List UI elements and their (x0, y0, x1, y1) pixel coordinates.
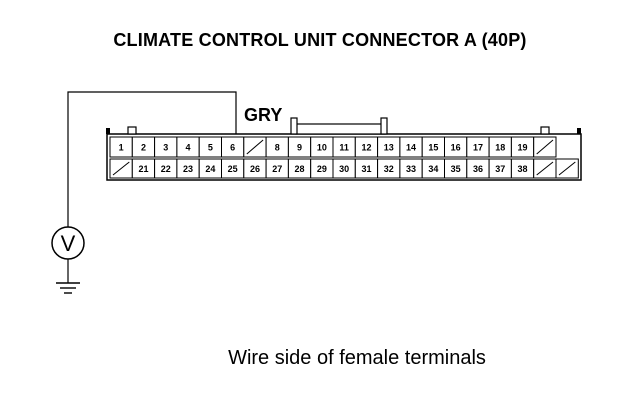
terminal-26: 26 (243, 158, 267, 179)
svg-text:24: 24 (205, 164, 215, 174)
svg-text:5: 5 (208, 143, 213, 153)
svg-text:19: 19 (518, 143, 528, 153)
svg-text:9: 9 (297, 143, 302, 153)
svg-text:32: 32 (384, 164, 394, 174)
terminal-24: 24 (198, 158, 222, 179)
terminal-14: 14 (399, 136, 423, 158)
wire-color-label: GRY (244, 105, 283, 125)
ground-icon (56, 282, 80, 294)
svg-text:4: 4 (186, 143, 191, 153)
terminal-blank (243, 136, 267, 158)
terminal-37: 37 (488, 158, 512, 179)
terminal-34: 34 (421, 158, 446, 179)
terminal-11: 11 (332, 136, 356, 158)
svg-text:1: 1 (119, 143, 124, 153)
terminal-15: 15 (421, 136, 446, 158)
svg-text:25: 25 (228, 164, 238, 174)
terminal-29: 29 (310, 158, 334, 179)
terminal-6: 6 (221, 136, 245, 158)
diagram-caption: Wire side of female terminals (228, 347, 486, 369)
terminal-23: 23 (176, 158, 200, 179)
svg-text:36: 36 (473, 164, 483, 174)
terminal-31: 31 (354, 158, 379, 179)
terminal-blank (109, 158, 133, 179)
svg-text:34: 34 (428, 164, 438, 174)
terminal-blank (533, 136, 557, 158)
terminal-19: 19 (510, 136, 535, 158)
svg-text:8: 8 (275, 143, 280, 153)
svg-text:38: 38 (518, 164, 528, 174)
terminal-17: 17 (466, 136, 490, 158)
terminal-21: 21 (131, 158, 156, 179)
terminal-8: 8 (265, 136, 289, 158)
terminal-22: 22 (154, 158, 178, 179)
terminal-13: 13 (377, 136, 401, 158)
terminal-16: 16 (444, 136, 468, 158)
terminal-25: 25 (221, 158, 245, 179)
voltmeter-icon: V (51, 226, 85, 283)
svg-text:2: 2 (141, 143, 146, 153)
terminal-5: 5 (198, 136, 222, 158)
terminal-27: 27 (265, 158, 289, 179)
svg-text:11: 11 (339, 143, 349, 153)
voltmeter-symbol: V (61, 231, 76, 256)
svg-text:12: 12 (361, 143, 371, 153)
svg-text:16: 16 (451, 143, 461, 153)
terminal-4: 4 (176, 136, 200, 158)
diagram-title: CLIMATE CONTROL UNIT CONNECTOR A (40P) (113, 30, 527, 50)
svg-text:29: 29 (317, 164, 327, 174)
svg-text:27: 27 (272, 164, 282, 174)
terminal-38: 38 (510, 158, 535, 179)
svg-text:31: 31 (361, 164, 371, 174)
svg-text:10: 10 (317, 143, 327, 153)
terminal-9: 9 (287, 136, 312, 158)
connector-bottom-row: 21 22 23 24 25 26 27 28 29 30 31 32 33 34 35 36 37 38 (109, 158, 579, 179)
terminal-10: 10 (310, 136, 334, 158)
terminal-18: 18 (488, 136, 512, 158)
terminal-33: 33 (399, 158, 423, 179)
svg-text:17: 17 (473, 143, 483, 153)
svg-text:30: 30 (339, 164, 349, 174)
svg-text:33: 33 (406, 164, 416, 174)
svg-text:28: 28 (295, 164, 305, 174)
terminal-blank (533, 158, 557, 179)
svg-text:21: 21 (138, 164, 148, 174)
terminal-1: 1 (109, 136, 133, 158)
svg-text:13: 13 (384, 143, 394, 153)
terminal-28: 28 (287, 158, 312, 179)
terminal-blank (555, 158, 579, 179)
terminal-36: 36 (466, 158, 490, 179)
svg-text:37: 37 (495, 164, 505, 174)
terminal-32: 32 (377, 158, 401, 179)
svg-text:18: 18 (495, 143, 505, 153)
svg-text:15: 15 (428, 143, 438, 153)
terminal-3: 3 (154, 136, 178, 158)
terminal-12: 12 (354, 136, 379, 158)
svg-text:23: 23 (183, 164, 193, 174)
svg-text:35: 35 (451, 164, 461, 174)
svg-text:22: 22 (161, 164, 171, 174)
terminal-30: 30 (332, 158, 356, 179)
probe-wire (67, 91, 237, 228)
svg-text:26: 26 (250, 164, 260, 174)
terminal-2: 2 (131, 136, 156, 158)
svg-text:3: 3 (163, 143, 168, 153)
terminal-35: 35 (444, 158, 468, 179)
svg-text:14: 14 (406, 143, 416, 153)
svg-text:6: 6 (230, 143, 235, 153)
